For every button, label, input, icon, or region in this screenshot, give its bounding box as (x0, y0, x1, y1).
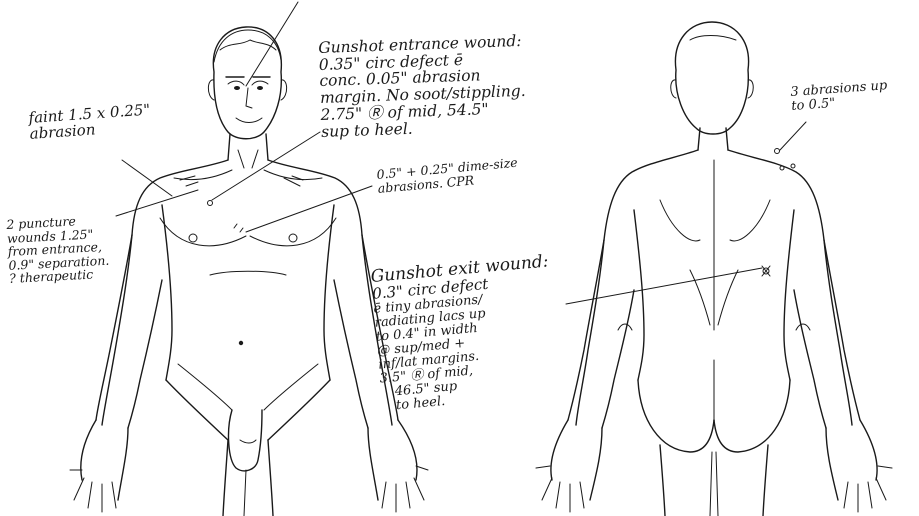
exit-wound-note: Gunshot exit wound: 0.3" circ defect ē t… (370, 252, 560, 414)
puncture-wounds-note: 2 puncture wounds 1.25" from entrance, 0… (6, 213, 110, 286)
entrance-wound-note: Gunshot entrance wound: 0.35" circ defec… (318, 33, 527, 141)
